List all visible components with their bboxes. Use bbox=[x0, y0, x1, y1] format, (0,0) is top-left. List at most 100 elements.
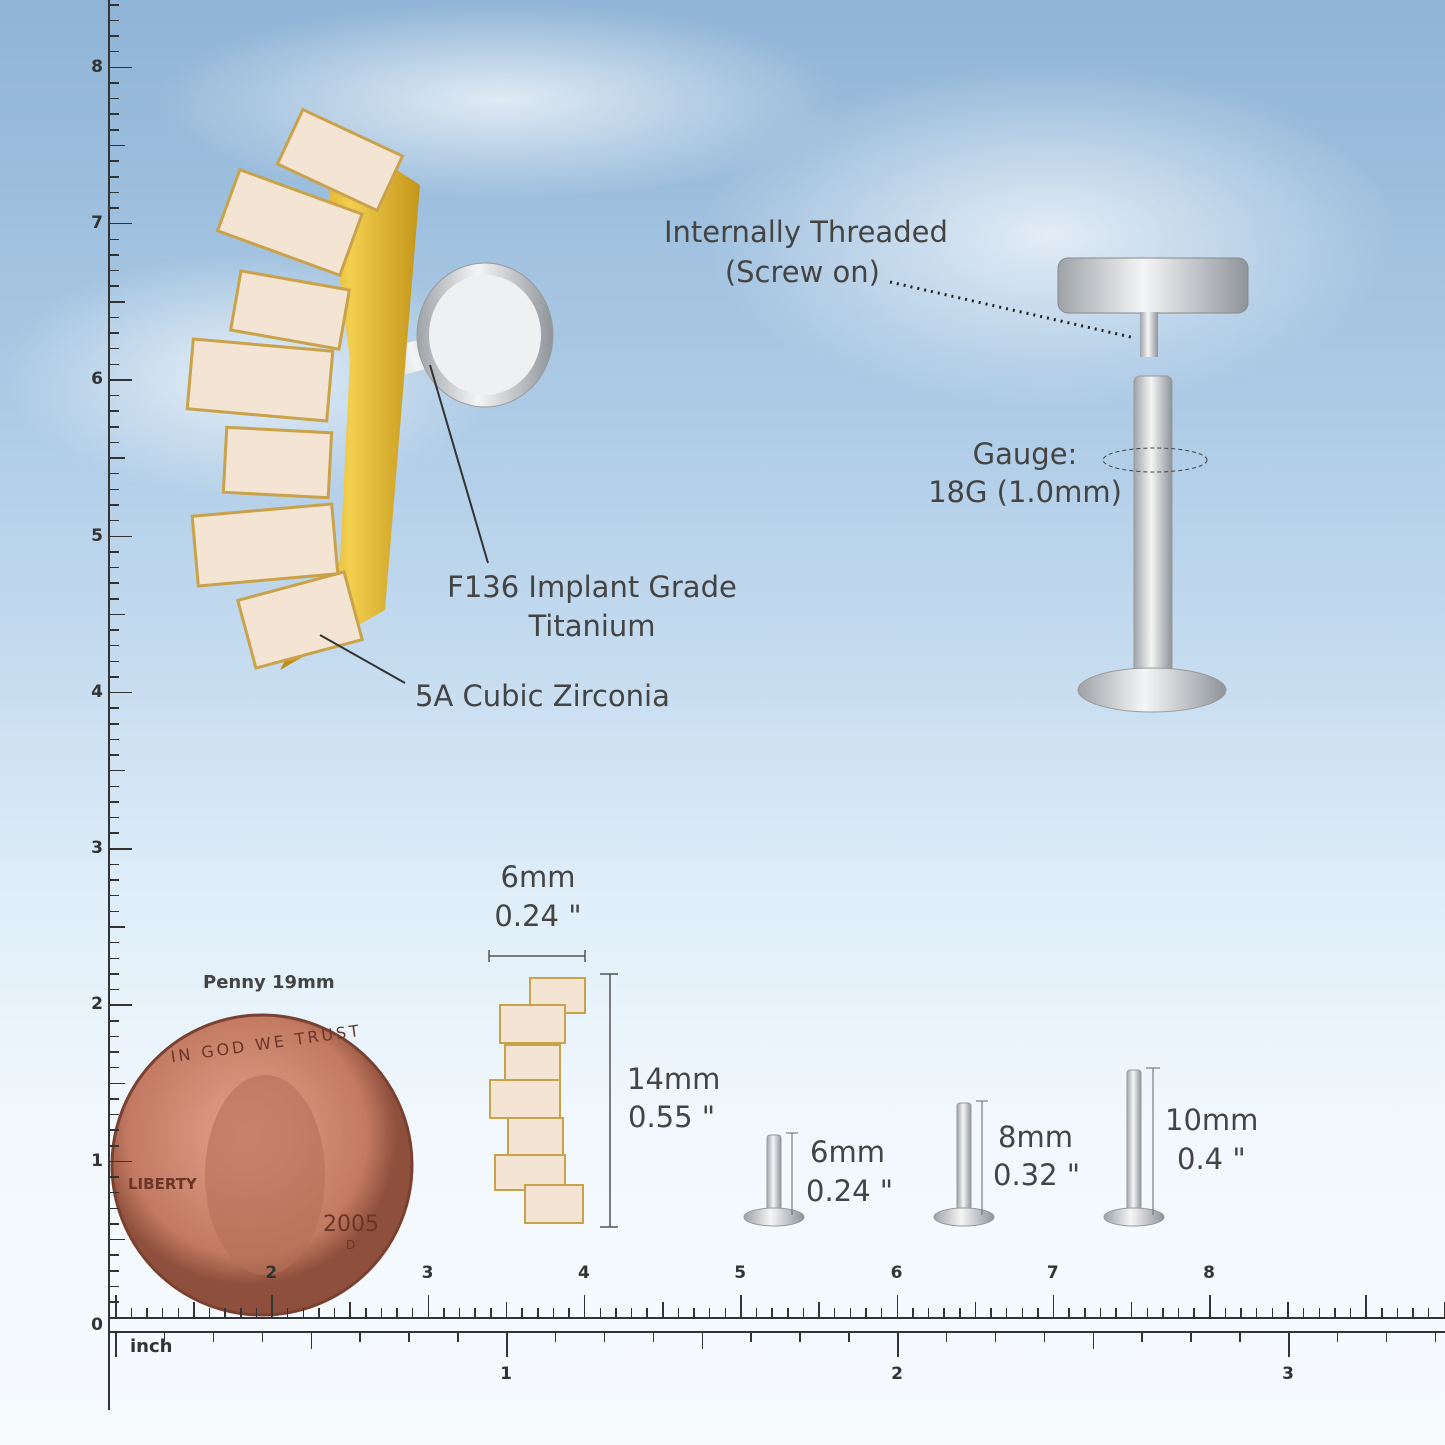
ruler-tick bbox=[693, 1308, 695, 1317]
ruler-tick bbox=[110, 879, 119, 881]
penny-liberty: LIBERTY bbox=[128, 1175, 197, 1193]
ruler-tick bbox=[662, 1302, 664, 1317]
ruler-tick bbox=[110, 410, 119, 412]
ruler-tick bbox=[349, 1302, 351, 1317]
ruler-tick bbox=[1365, 1295, 1367, 1317]
ruler-tick bbox=[110, 1129, 119, 1131]
ruler-tick bbox=[110, 144, 125, 147]
ruler-tick bbox=[1302, 1308, 1305, 1317]
ruler-tick bbox=[1443, 1302, 1445, 1317]
ruler-tick bbox=[110, 129, 119, 131]
ruler-tick bbox=[110, 676, 119, 678]
ruler-tick bbox=[1271, 1308, 1274, 1317]
ruler-tick bbox=[110, 988, 119, 991]
ruler-tick bbox=[110, 1098, 119, 1100]
ruler-tick bbox=[365, 1308, 367, 1317]
ruler-tick bbox=[1193, 1308, 1195, 1317]
ruler-tick bbox=[110, 598, 119, 600]
ruler-cm-line bbox=[108, 1317, 1445, 1319]
inch-tick bbox=[750, 1333, 752, 1342]
ruler-tick bbox=[849, 1308, 852, 1317]
ruler-tick bbox=[1318, 1308, 1320, 1317]
ruler-tick bbox=[110, 66, 132, 69]
ruler-tick bbox=[677, 1308, 680, 1317]
ruler-tick bbox=[130, 1308, 133, 1317]
ruler-tick bbox=[110, 394, 119, 397]
cm-label-horizontal: 8 bbox=[1203, 1263, 1216, 1283]
cm-label-vertical: 8 bbox=[91, 56, 103, 77]
ruler-tick bbox=[110, 1035, 119, 1038]
ruler-tick bbox=[110, 488, 119, 491]
ruler-tick bbox=[110, 1051, 119, 1053]
ruler-tick bbox=[912, 1308, 914, 1317]
ruler-tick bbox=[724, 1308, 727, 1317]
ruler-tick bbox=[458, 1308, 461, 1317]
ruler-tick bbox=[110, 472, 119, 475]
cm-label-vertical: 3 bbox=[91, 838, 103, 859]
ruler-tick bbox=[646, 1308, 648, 1317]
ruler-tick bbox=[1068, 1308, 1070, 1317]
ruler-tick bbox=[110, 691, 132, 694]
ruler-tick bbox=[110, 1160, 132, 1163]
ruler-tick bbox=[708, 1308, 711, 1317]
inch-tick bbox=[163, 1333, 166, 1342]
ruler-tick bbox=[1240, 1308, 1242, 1317]
ruler-tick bbox=[110, 1066, 119, 1069]
posts bbox=[743, 1069, 1165, 1227]
ruler-tick bbox=[380, 1308, 383, 1317]
ruler-tick bbox=[110, 4, 119, 6]
ruler-tick bbox=[110, 1004, 132, 1006]
earring-large bbox=[185, 107, 554, 670]
cm-label-vertical: 0 bbox=[91, 1315, 103, 1335]
label-gauge: Gauge: bbox=[972, 437, 1078, 471]
ruler-tick bbox=[286, 1308, 289, 1317]
cm-label-horizontal: 5 bbox=[734, 1263, 747, 1283]
ruler-tick bbox=[110, 1207, 119, 1210]
dim-height-in: 0.55 " bbox=[628, 1100, 716, 1134]
ruler-tick bbox=[583, 1295, 586, 1317]
ruler-tick bbox=[110, 1223, 119, 1225]
cm-label-vertical: 1 bbox=[91, 1150, 103, 1171]
ruler-tick bbox=[110, 723, 119, 725]
inch-tick bbox=[848, 1333, 850, 1342]
cm-label-vertical: 7 bbox=[91, 212, 103, 233]
ruler-tick bbox=[896, 1295, 898, 1317]
ruler-tick bbox=[1115, 1308, 1117, 1317]
ruler-tick bbox=[537, 1308, 539, 1317]
ruler-tick bbox=[110, 519, 119, 522]
ruler-tick bbox=[271, 1295, 273, 1317]
inch-tick bbox=[212, 1333, 215, 1342]
post-8mm: 8mm bbox=[998, 1120, 1073, 1154]
ruler-tick bbox=[110, 269, 119, 272]
ruler-tick bbox=[110, 1020, 119, 1022]
ruler-tick bbox=[865, 1308, 867, 1317]
inch-tick bbox=[603, 1333, 606, 1342]
ruler-tick bbox=[110, 707, 119, 709]
ruler-tick bbox=[110, 301, 125, 303]
ruler-tick bbox=[110, 222, 132, 225]
ruler-tick bbox=[1334, 1308, 1336, 1317]
ruler-tick bbox=[521, 1308, 523, 1317]
ruler-tick bbox=[110, 191, 119, 194]
ruler-tick bbox=[318, 1308, 320, 1317]
inch-tick bbox=[1043, 1333, 1046, 1342]
ruler-tick bbox=[110, 1082, 125, 1085]
earring-parts bbox=[1057, 257, 1249, 713]
ruler-tick bbox=[1084, 1308, 1086, 1317]
ruler-tick bbox=[110, 1191, 119, 1194]
ruler-tick bbox=[110, 613, 125, 616]
ruler-tick bbox=[411, 1308, 414, 1317]
cm-label-vertical: 4 bbox=[91, 681, 103, 702]
ruler-tick bbox=[110, 50, 119, 53]
ruler-tick bbox=[818, 1302, 820, 1317]
ruler-tick bbox=[110, 426, 119, 428]
inch-tick bbox=[1239, 1333, 1241, 1342]
ruler-tick bbox=[110, 363, 119, 366]
ruler-tick bbox=[110, 457, 125, 459]
ruler-tick bbox=[110, 160, 119, 162]
ruler-tick bbox=[110, 176, 119, 178]
cm-label-horizontal: 6 bbox=[890, 1263, 903, 1283]
dim-width-in: 0.24 " bbox=[494, 899, 582, 933]
ruler-tick bbox=[115, 1295, 117, 1317]
